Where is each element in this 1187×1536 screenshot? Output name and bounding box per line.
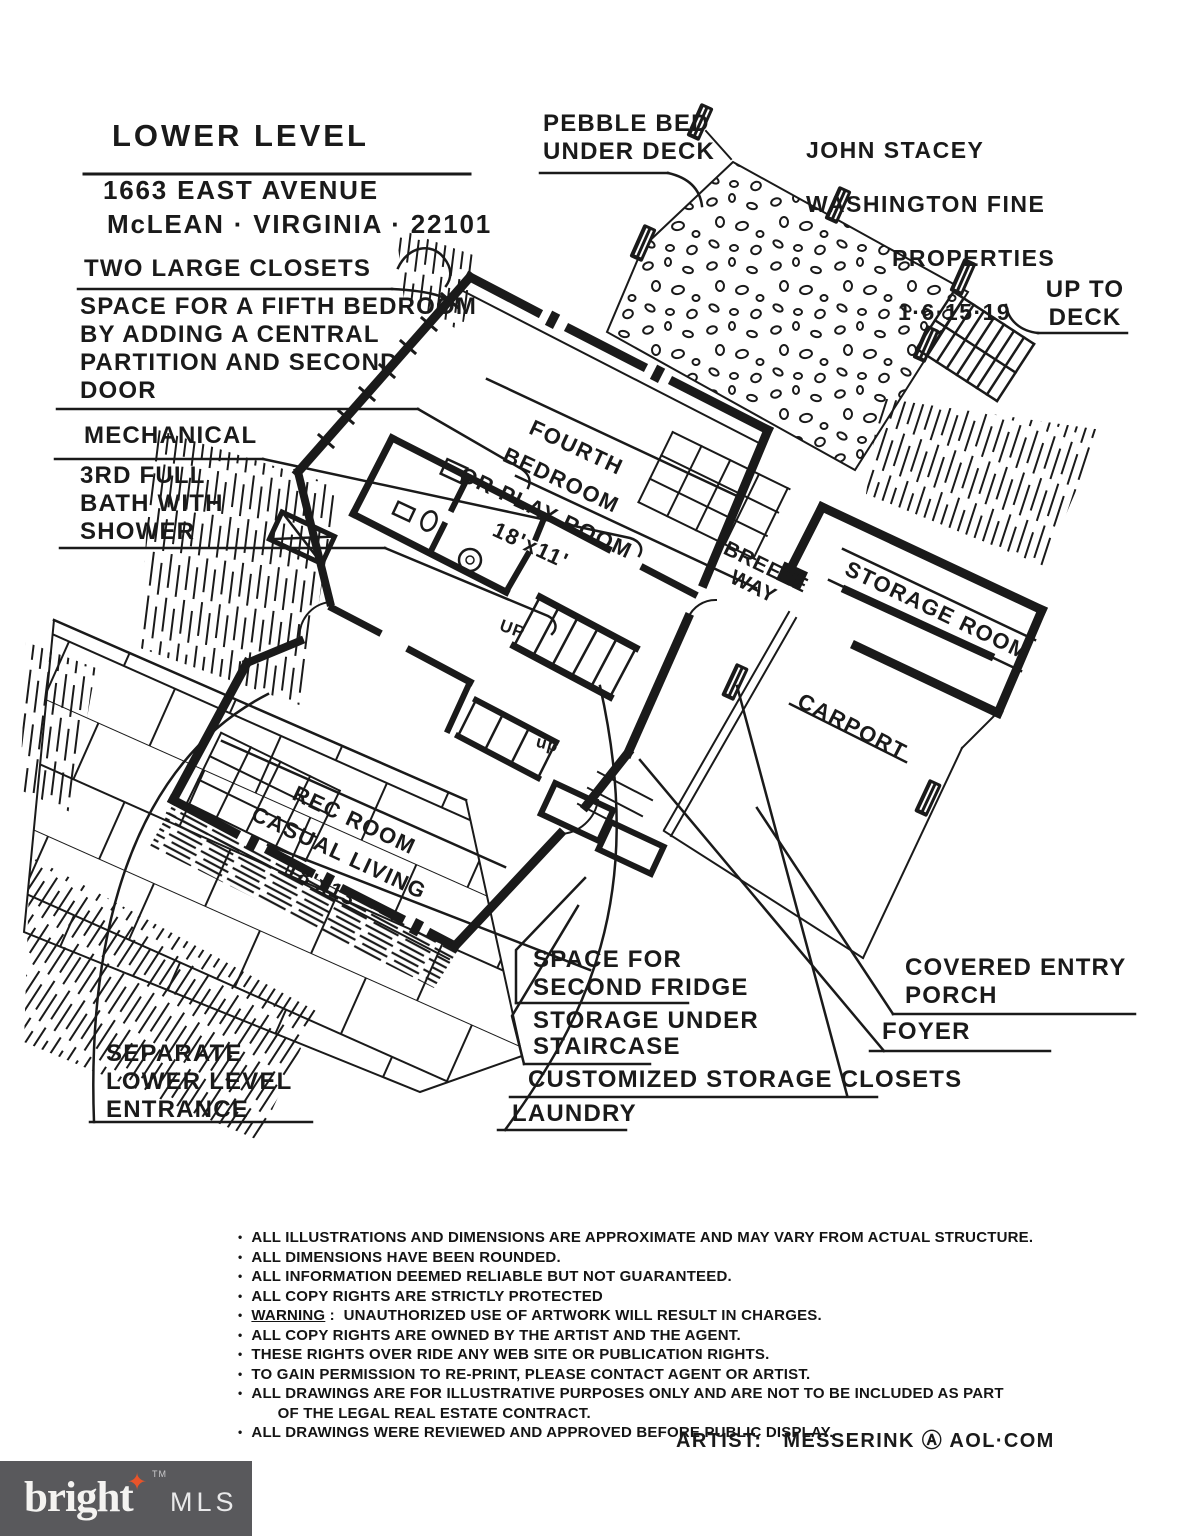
page-title: LOWER LEVEL — [112, 118, 369, 153]
disclaimer-text: ALL COPY RIGHTS ARE OWNED BY THE ARTIST … — [251, 1326, 741, 1344]
bullet-icon: • — [238, 1308, 243, 1322]
disclaimer-text: ALL DIMENSIONS HAVE BEEN ROUNDED. — [251, 1248, 561, 1266]
bright-wordmark: bright — [24, 1474, 134, 1521]
wall-details — [165, 247, 763, 961]
bullet-icon: • — [238, 1366, 243, 1381]
agent-company-line1: WASHINGTON FINE — [806, 191, 1046, 217]
mls-wordmark: MLS — [170, 1487, 238, 1517]
disclaimer-text: ALL INFORMATION DEEMED RELIABLE BUT NOT … — [251, 1268, 732, 1285]
disclaimer-text: THESE RIGHTS OVER RIDE ANY WEB SITE OR P… — [251, 1346, 770, 1363]
callout-mechanical: MECHANICAL — [84, 422, 258, 449]
callout-laundry: LAUNDRY — [512, 1100, 637, 1127]
bullet-icon: • — [238, 1386, 243, 1400]
agent-block: JOHN STACEY WASHINGTON FINE PROPERTIES 1… — [806, 110, 1055, 353]
disclaimer-item: • THESE RIGHTS OVER RIDE ANY WEB SITE OR … — [238, 1345, 1078, 1365]
bullet-icon: • — [238, 1288, 243, 1303]
disclaimer-item-warning: • WARNING : UNAUTHORIZED USE OF ARTWORK W… — [238, 1306, 1078, 1326]
bullet-icon: • — [238, 1269, 243, 1283]
terrain-hatching — [20, 228, 1102, 1140]
disclaimer-item: • ALL COPY RIGHTS ARE OWNED BY THE ARTIST… — [238, 1326, 1078, 1346]
callout-up-to-deck: UP TO DECK — [1045, 276, 1125, 331]
address-line-1: 1663 EAST AVENUE — [103, 175, 379, 205]
bullet-icon: • — [238, 1425, 243, 1439]
brightmls-logo-bar: bright ✦ TM MLS — [0, 1461, 252, 1536]
callout-pebble-bed: PEBBLE BED UNDER DECK — [543, 110, 716, 165]
drawing-date: 1·6·15·19 — [898, 299, 1012, 325]
callout-storage-under-staircase: STORAGE UNDER STAIRCASE — [533, 1007, 759, 1060]
brightmls-logo: bright ✦ TM MLS — [24, 1469, 244, 1527]
interior-walls-and-fixtures — [185, 430, 791, 878]
carport-post-icon — [721, 663, 749, 702]
callout-foyer: FOYER — [882, 1018, 971, 1045]
disclaimer-item: • ALL DRAWINGS ARE FOR ILLUSTRATIVE PURPO… — [238, 1384, 1078, 1423]
disclaimer-item: • ALL INFORMATION DEEMED RELIABLE BUT NOT… — [238, 1267, 1078, 1287]
deck-stairs — [914, 289, 1036, 403]
bullet-icon: • — [238, 1249, 243, 1264]
disclaimer-item: • ALL DIMENSIONS HAVE BEEN ROUNDED. — [238, 1248, 1078, 1268]
leader-lines-and-underlines — [53, 171, 1137, 1132]
disclaimer-text: TO GAIN PERMISSION TO RE-PRINT, PLEASE C… — [251, 1365, 811, 1383]
deck-pebble-bed — [605, 101, 1036, 472]
star-icon: ✦ — [127, 1469, 148, 1496]
disclaimer-text: ALL DRAWINGS ARE FOR ILLUSTRATIVE PURPOS… — [251, 1385, 1004, 1422]
trademark-symbol: TM — [152, 1469, 167, 1479]
disclaimer-list: • ALL ILLUSTRATIONS AND DIMENSIONS ARE AP… — [238, 1228, 1078, 1443]
callout-separate-entrance: SEPARATE LOWER LEVEL ENTRANCE — [106, 1040, 293, 1123]
callout-fifth-bedroom: SPACE FOR A FIFTH BEDROOM BY ADDING A CE… — [80, 293, 478, 404]
disclaimer-item: • TO GAIN PERMISSION TO RE-PRINT, PLEASE … — [238, 1365, 1078, 1385]
warning-rest: : UNAUTHORIZED USE OF ARTWORK WILL RESUL… — [325, 1307, 822, 1324]
agent-company-line2: PROPERTIES — [892, 245, 1056, 271]
callout-third-bath: 3RD FULL BATH WITH SHOWER — [80, 462, 224, 545]
address-line-2: McLEAN · VIRGINIA · 22101 — [107, 209, 493, 239]
agent-name: JOHN STACEY — [806, 137, 985, 163]
main-house-walls — [166, 270, 775, 953]
bullet-icon: • — [238, 1347, 243, 1361]
disclaimer-item: • ALL ILLUSTRATIONS AND DIMENSIONS ARE AP… — [238, 1228, 1078, 1248]
disclaimer-text: ALL DRAWINGS WERE REVIEWED AND APPROVED … — [251, 1424, 834, 1441]
disclaimer-text: WARNING : UNAUTHORIZED USE OF ARTWORK WI… — [251, 1306, 821, 1326]
artist-credit: ARTIST: MESSERINK Ⓐ AOL·COM — [676, 1430, 1055, 1452]
callout-second-fridge: SPACE FOR SECOND FRIDGE — [533, 946, 749, 1001]
disclaimer-item: • ALL COPY RIGHTS ARE STRICTLY PROTECTED — [238, 1287, 1078, 1307]
callout-customized-storage-closets: CUSTOMIZED STORAGE CLOSETS — [528, 1066, 963, 1093]
callout-two-large-closets: TWO LARGE CLOSETS — [84, 255, 372, 282]
disclaimer-text: ALL ILLUSTRATIONS AND DIMENSIONS ARE APP… — [251, 1229, 1034, 1246]
warning-word: WARNING — [251, 1307, 326, 1324]
callout-covered-entry-porch: COVERED ENTRY PORCH — [905, 954, 1127, 1009]
bullet-icon: • — [238, 1230, 243, 1244]
disclaimer-text: ALL COPY RIGHTS ARE STRICTLY PROTECTED — [251, 1287, 603, 1305]
disclaimer-item: • ALL DRAWINGS WERE REVIEWED AND APPROVED… — [238, 1423, 1078, 1443]
bullet-icon: • — [238, 1327, 243, 1342]
